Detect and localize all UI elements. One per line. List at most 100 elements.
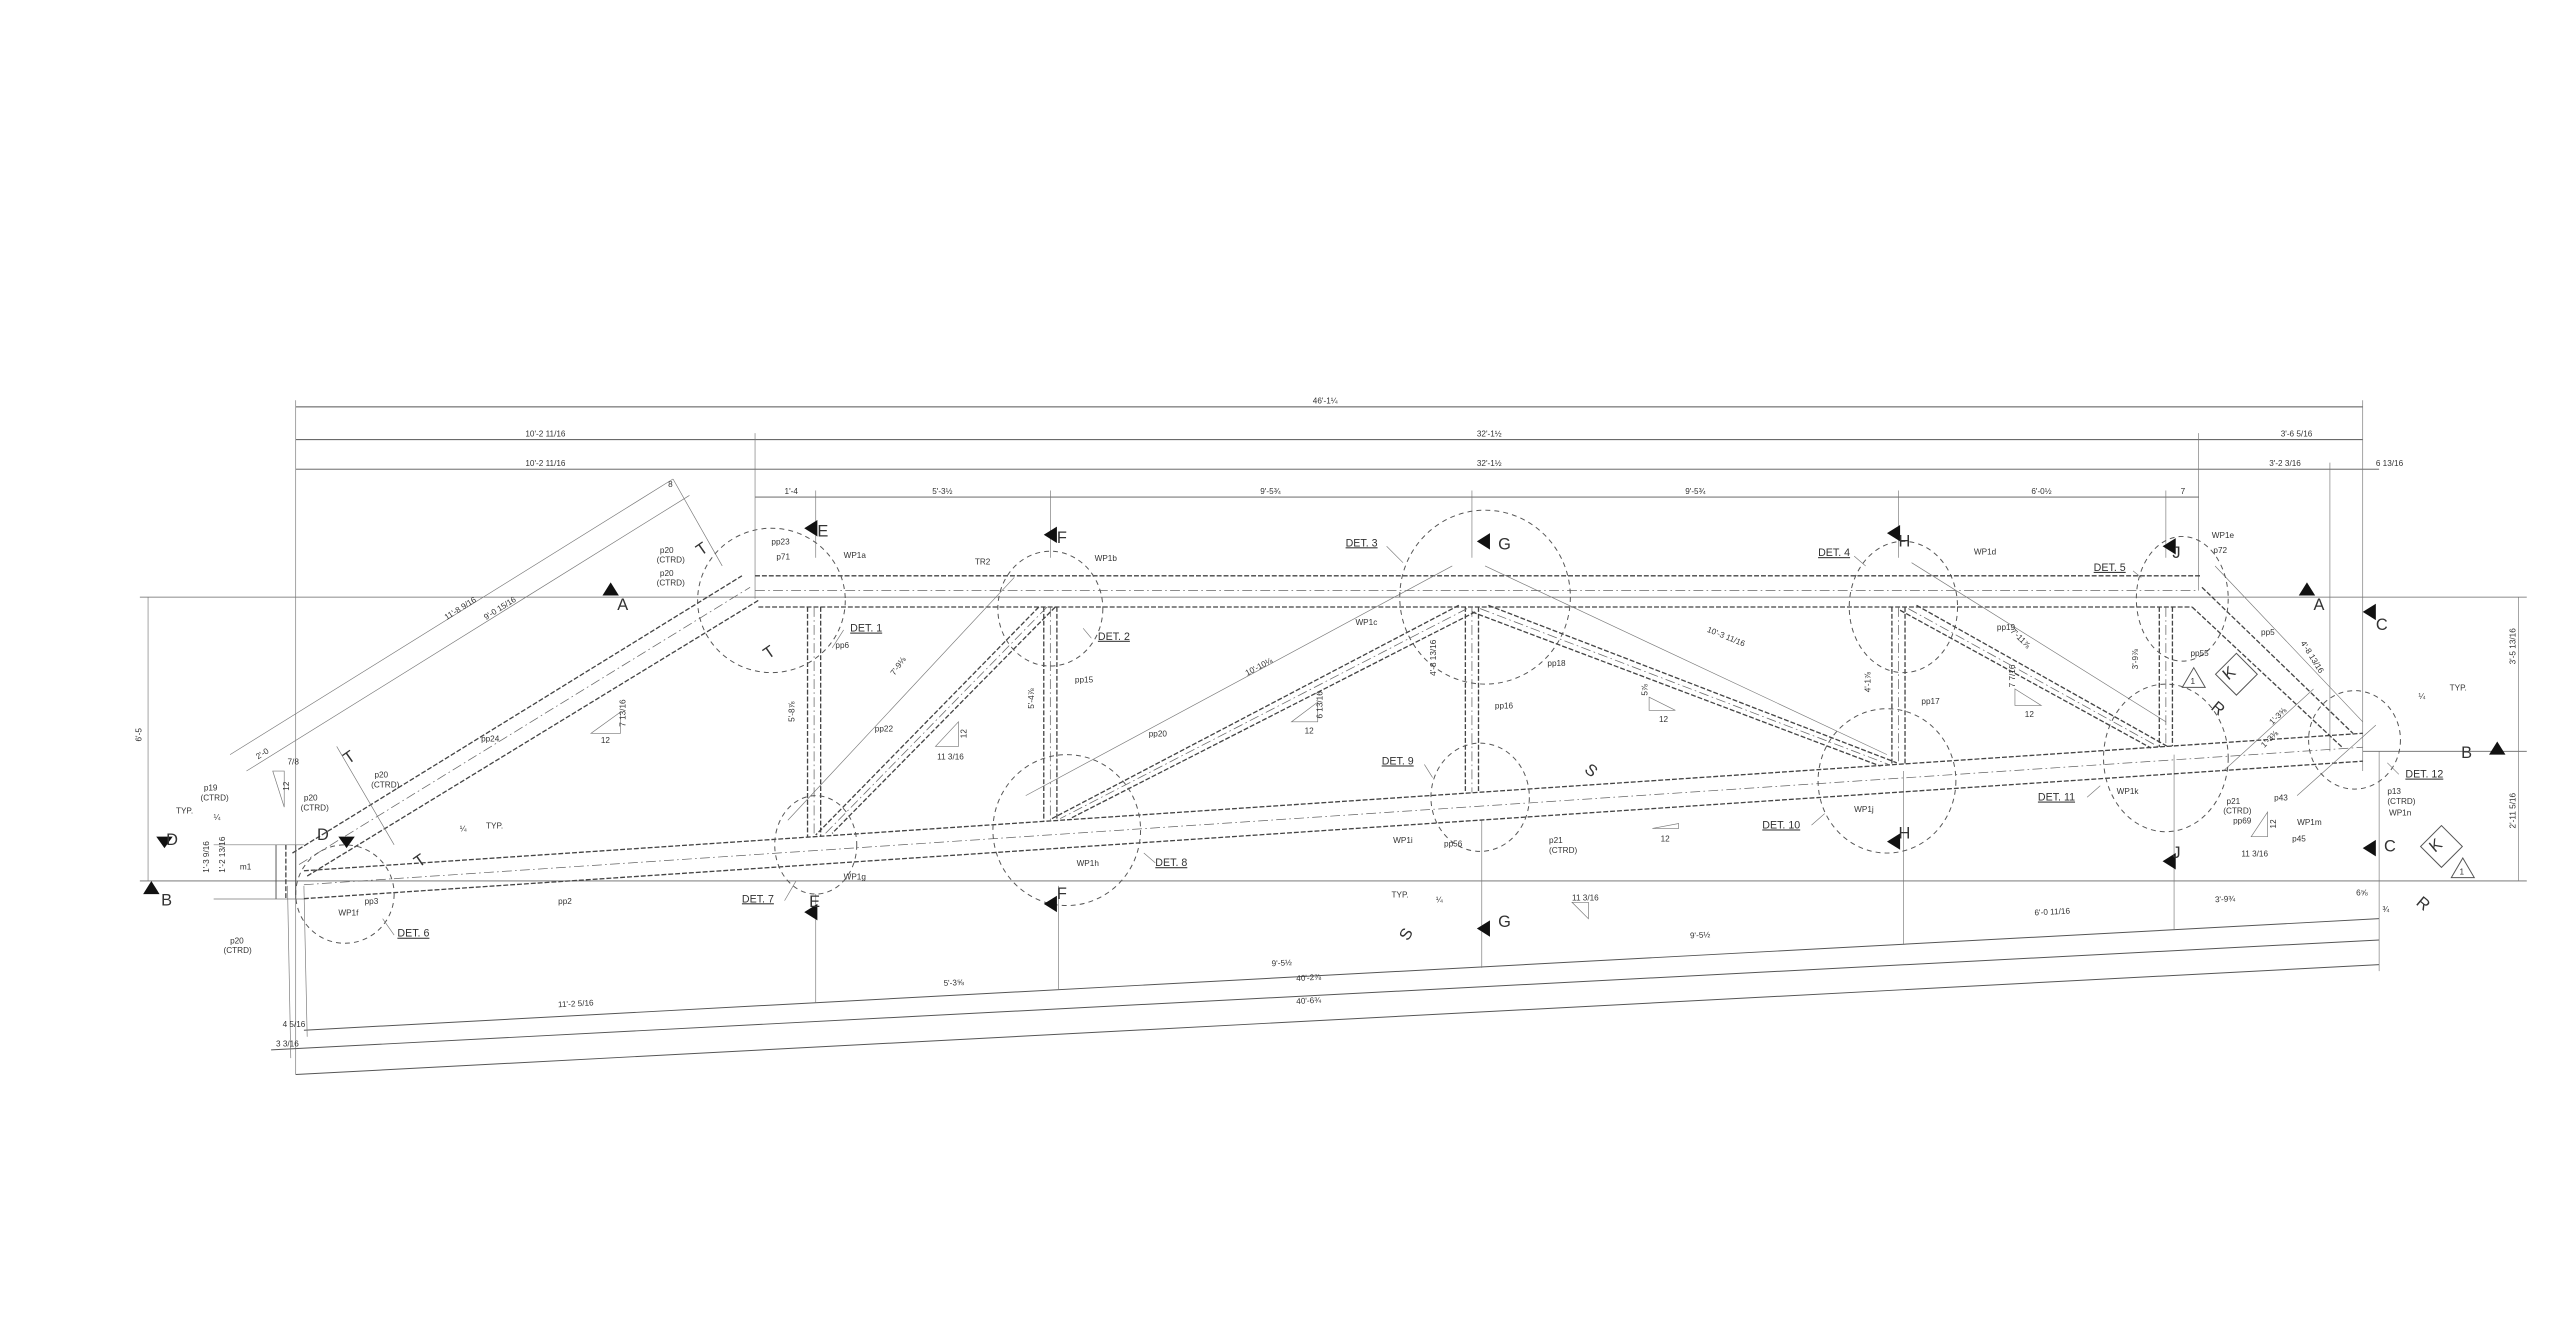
bottom-dimension-text: 11'-2 5/16 (558, 998, 594, 1009)
member-mark-text: (CTRD) (371, 780, 399, 789)
note-text: ¼ (460, 825, 467, 834)
section-marker-label: E (817, 522, 828, 540)
diagonal-dimension-text: 4'-8 13/16 (2299, 639, 2326, 675)
left-end-post (213, 844, 304, 900)
note-text: TYP. (2450, 684, 2467, 693)
member-mark-text: WP1h (1077, 859, 1100, 868)
slope-text: 12 (2269, 819, 2278, 829)
bottom-dimension-text: 40'-6¾ (1296, 996, 1321, 1006)
vertical-dimension-text: 4'-1⅞ (1864, 672, 1873, 692)
member-mark-text: pp69 (2233, 817, 2252, 826)
top-dimension-text: 32'-1½ (1477, 429, 1502, 438)
slope-text: 12 (601, 736, 611, 745)
member-mark-text: WP1n (2389, 808, 2412, 817)
vertical-dimension-text: 3'-9⅞ (2131, 649, 2140, 669)
section-marker-label: H (1898, 532, 1910, 550)
top-dimension-text: 6 13/16 (2376, 459, 2404, 468)
det-2-circle (997, 550, 1104, 667)
diagonal-dimension-text: 2'-0 (254, 746, 271, 761)
diagonal-dimension-text: 10'-3 11/16 (1706, 625, 1747, 649)
top-dimension-text: 46'-1¼ (1313, 397, 1338, 406)
detail-callout-label: DET. 4 (1818, 547, 1850, 559)
bottom-dimension-text: ¾ (2382, 905, 2389, 914)
vertical-pp16 (1464, 606, 1480, 794)
member-mark-text: WP1j (1854, 805, 1874, 814)
section-marker-label: B (161, 892, 172, 910)
section-marker-label: E (809, 893, 820, 911)
vertical-pp17 (1891, 606, 1906, 765)
slope-triangles (272, 688, 2268, 920)
section-cut-arrows (143, 520, 2506, 937)
slope-text: 12 (1661, 835, 1671, 844)
diagonal-dimension-text: 1'-3⅝ (2268, 706, 2289, 727)
section-marker-label: K (2426, 835, 2446, 856)
slope-text: 6 13/16 (1316, 691, 1325, 719)
bottom-dimension-lines (271, 751, 2380, 1076)
member-mark-text: pp22 (875, 725, 894, 734)
slope-text: 5⅞ (1640, 684, 1649, 696)
member-mark-text: WP1k (2117, 787, 2140, 796)
member-mark-text: pp18 (1547, 659, 1566, 668)
vertical-pp15 (1043, 606, 1058, 822)
det-6-circle (295, 844, 395, 944)
slope-text: 12 (2025, 710, 2035, 719)
diagonal-pp22 (815, 606, 1056, 836)
section-marker-label: D (317, 826, 329, 844)
det-11-circle (2103, 683, 2229, 833)
member-mark-text: pp15 (1075, 675, 1094, 684)
diagonal-dimension-text: 9'-0 15/16 (482, 595, 518, 622)
bottom-dimension-text: 6⅝ (2356, 889, 2368, 898)
detail-callout-label: DET. 7 (742, 893, 774, 905)
member-mark-text: (CTRD) (224, 946, 252, 955)
member-mark-text: p20 (374, 771, 388, 780)
section-marker-label: 1 (2190, 677, 2195, 686)
bottom-dimension-text: 9'-5½ (1690, 930, 1711, 940)
vertical-members (806, 606, 2174, 838)
section-marker-label: B (2461, 744, 2472, 762)
diagonal-dimension-lines (787, 562, 2377, 821)
member-mark-text: p20 (230, 936, 244, 945)
member-mark-text: WP1a (844, 551, 867, 560)
top-dimension-text: 32'-1½ (1477, 459, 1502, 468)
member-mark-text: pp3 (365, 897, 379, 906)
member-mark-text: p20 (660, 569, 674, 578)
slope-text: 11 3/16 (2241, 849, 2268, 858)
det-3-circle (1399, 509, 1571, 685)
vertical-dimension-text: 5'-4⅞ (1027, 688, 1036, 708)
member-mark-text: pp2 (558, 897, 572, 906)
diagonal-dimension-text: 8 (668, 480, 673, 489)
section-marker-label: D (166, 831, 178, 849)
det-9-circle (1430, 742, 1530, 852)
section-marker-label: F (1057, 885, 1067, 903)
section-marker-label: C (2376, 616, 2388, 634)
top-dimension-text: 7 (2181, 487, 2186, 496)
vertical-dimension-text: 5'-8⅞ (787, 701, 796, 721)
detail-callout-label: DET. 8 (1155, 857, 1187, 869)
top-chord (755, 575, 2202, 608)
section-marker-label: A (617, 596, 628, 614)
section-marker-label: G (1498, 913, 1511, 931)
note-text: ¼ (1436, 895, 1443, 904)
vertical-dimension-text: 3'-5 13/16 (2508, 628, 2517, 665)
top-dimension-lines (295, 400, 2380, 1075)
section-marker-label: C (2384, 837, 2396, 855)
datum-lines (139, 596, 2527, 882)
bottom-dimension-text: 9'-5½ (1271, 958, 1292, 968)
member-mark-text: (CTRD) (2387, 797, 2415, 806)
top-dimension-text: 9'-5¾ (1260, 487, 1280, 496)
section-marker-label: H (1898, 824, 1910, 842)
diagonal-pp19 (1899, 604, 2168, 749)
vertical-pp55 (2158, 606, 2174, 747)
bottom-dimension-text: 4 5/16 (283, 1020, 306, 1029)
vertical-pp6 (806, 606, 822, 838)
vertical-dimension-text: 1'-2 13/16 (218, 836, 227, 873)
member-mark-text: TR2 (975, 557, 991, 566)
detail-callout-label: DET. 3 (1346, 537, 1378, 549)
member-mark-text: p20 (304, 794, 318, 803)
member-mark-text: WP1b (1095, 554, 1118, 563)
member-mark-text: (CTRD) (1549, 846, 1577, 855)
top-dimension-text: 3'-6 5/16 (2281, 429, 2313, 438)
top-dimension-text: 10'-2 11/16 (525, 459, 566, 468)
slope-text: 7/8 (288, 757, 300, 766)
